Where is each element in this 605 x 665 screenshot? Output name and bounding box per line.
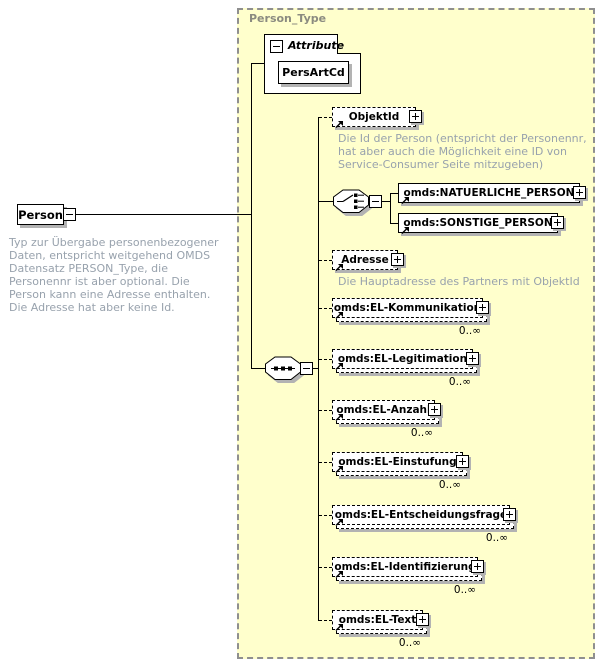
- expand-plus-icon[interactable]: [416, 613, 429, 626]
- element-name: omds:SONSTIGE_PERSON: [403, 217, 553, 229]
- element-name: omds:NATUERLICHE_PERSON: [403, 187, 575, 199]
- element-box[interactable]: omds:EL-Kommunikation: [332, 298, 489, 319]
- expand-plus-icon[interactable]: [476, 301, 489, 314]
- expand-plus-icon[interactable]: [551, 216, 564, 229]
- reference-arrow-ne-icon: [401, 227, 409, 234]
- element-objektid[interactable]: ObjektId: [332, 107, 422, 128]
- element-box[interactable]: omds:EL-Legitimation: [332, 349, 479, 370]
- occurrence-label: 0..∞: [438, 479, 461, 491]
- element-annotation: Die Hauptadresse des Partners mit Objekt…: [338, 275, 580, 288]
- element-name: Adresse: [341, 254, 389, 266]
- element-el-identifizierung[interactable]: omds:EL-Identifizierung 0..∞: [332, 557, 484, 596]
- expand-plus-icon[interactable]: [428, 403, 441, 416]
- element-box[interactable]: ObjektId: [332, 107, 422, 128]
- element-el-anzahl[interactable]: omds:EL-Anzahl 0..∞: [332, 400, 441, 439]
- reference-arrow-ne-icon: [401, 197, 409, 204]
- reference-arrow-ne-icon: [335, 519, 343, 526]
- collapse-minus-icon[interactable]: [270, 40, 283, 53]
- attributes-panel-title: Attribute: [288, 39, 345, 52]
- element-box[interactable]: omds:EL-Anzahl: [332, 400, 441, 421]
- expand-plus-icon[interactable]: [466, 352, 479, 365]
- occurrence-label: 0..∞: [458, 325, 481, 337]
- element-el-einstufung[interactable]: omds:EL-Einstufung 0..∞: [332, 452, 469, 491]
- connector-line-optional: [319, 260, 332, 261]
- element-annotation: Die Id der Person (entspricht der Person…: [338, 132, 587, 171]
- root-element-label: Person: [18, 207, 63, 222]
- element-box[interactable]: omds:EL-Einstufung: [332, 452, 469, 473]
- element-box[interactable]: Adresse: [332, 250, 404, 271]
- reference-arrow-ne-icon: [335, 414, 343, 421]
- connector-line: [251, 63, 265, 64]
- element-box[interactable]: omds:EL-Identifizierung: [332, 557, 484, 578]
- element-box[interactable]: omds:SONSTIGE_PERSON: [398, 213, 564, 234]
- element-name: omds:EL-Kommunikation: [333, 302, 482, 314]
- connector-line: [251, 368, 266, 369]
- connector-line: [251, 63, 252, 369]
- element-el-text[interactable]: omds:EL-Text 0..∞: [332, 610, 429, 649]
- occurrence-label: 0..∞: [485, 532, 508, 544]
- element-el-legitimation[interactable]: omds:EL-Legitimation 0..∞: [332, 349, 479, 388]
- connector-line: [390, 223, 398, 224]
- reference-arrow-ne-icon: [335, 264, 343, 271]
- element-name: omds:EL-Text: [338, 614, 417, 626]
- occurrence-label: 0..∞: [448, 376, 471, 388]
- type-container-title: Person_Type: [249, 12, 327, 25]
- choice-icon[interactable]: [333, 189, 370, 218]
- element-name: omds:EL-Legitimation: [337, 353, 468, 365]
- root-annotation: Typ zur Übergabe personenbezogener Daten…: [9, 236, 219, 314]
- element-box[interactable]: omds:EL-Text: [332, 610, 429, 631]
- root-element-person[interactable]: Person: [17, 204, 76, 225]
- element-name: ObjektId: [348, 111, 400, 123]
- element-box[interactable]: omds:EL-Entscheidungsfrage: [332, 505, 516, 526]
- element-sonstige-person[interactable]: omds:SONSTIGE_PERSON: [398, 213, 564, 234]
- attribute-name: PersArtCd: [282, 66, 345, 79]
- element-adresse[interactable]: Adresse: [332, 250, 404, 271]
- collapse-minus-icon[interactable]: [63, 208, 76, 221]
- connector-line: [311, 368, 319, 369]
- element-box[interactable]: omds:NATUERLICHE_PERSON: [398, 183, 586, 204]
- expand-plus-icon[interactable]: [503, 508, 516, 521]
- connector-line-optional: [319, 515, 332, 516]
- reference-arrow-ne-icon: [335, 363, 343, 370]
- element-name: omds:EL-Entscheidungsfrage: [334, 509, 508, 521]
- connector-line-optional: [319, 567, 332, 568]
- reference-arrow-ne-icon: [335, 466, 343, 473]
- occurrence-label: 0..∞: [410, 427, 433, 439]
- expand-plus-icon[interactable]: [409, 110, 422, 123]
- element-name: omds:EL-Einstufung: [338, 456, 457, 468]
- element-natuerliche-person[interactable]: omds:NATUERLICHE_PERSON: [398, 183, 586, 204]
- connector-line-optional: [319, 308, 332, 309]
- connector-line: [318, 117, 319, 621]
- reference-arrow-ne-icon: [335, 571, 343, 578]
- expand-plus-icon[interactable]: [391, 253, 404, 266]
- reference-arrow-ne-icon: [335, 121, 343, 128]
- occurrence-label: 0..∞: [398, 637, 421, 649]
- attribute-persartcd[interactable]: PersArtCd: [278, 61, 349, 84]
- element-name: omds:EL-Anzahl: [336, 404, 431, 416]
- element-name: omds:EL-Identifizierung: [334, 561, 476, 573]
- element-el-kommunikation[interactable]: omds:EL-Kommunikation 0..∞: [332, 298, 489, 337]
- sequence-icon[interactable]: [265, 356, 302, 385]
- connector-line: [382, 201, 390, 202]
- collapse-minus-icon[interactable]: [369, 195, 382, 208]
- connector-line: [319, 201, 333, 202]
- connector-line: [390, 193, 398, 194]
- connector-line-optional: [319, 410, 332, 411]
- expand-plus-icon[interactable]: [456, 455, 469, 468]
- connector-line-optional: [319, 359, 332, 360]
- connector-line-optional: [319, 462, 332, 463]
- expand-plus-icon[interactable]: [471, 560, 484, 573]
- expand-plus-icon[interactable]: [573, 186, 586, 199]
- connector-line-optional: [319, 620, 332, 621]
- collapse-minus-icon[interactable]: [300, 362, 313, 375]
- reference-arrow-ne-icon: [335, 624, 343, 631]
- element-el-entscheidungsfrage[interactable]: omds:EL-Entscheidungsfrage 0..∞: [332, 505, 516, 544]
- connector-line-optional: [319, 117, 332, 118]
- reference-arrow-ne-icon: [335, 312, 343, 319]
- occurrence-label: 0..∞: [453, 584, 476, 596]
- connector-line: [76, 214, 252, 215]
- connector-line: [390, 193, 391, 224]
